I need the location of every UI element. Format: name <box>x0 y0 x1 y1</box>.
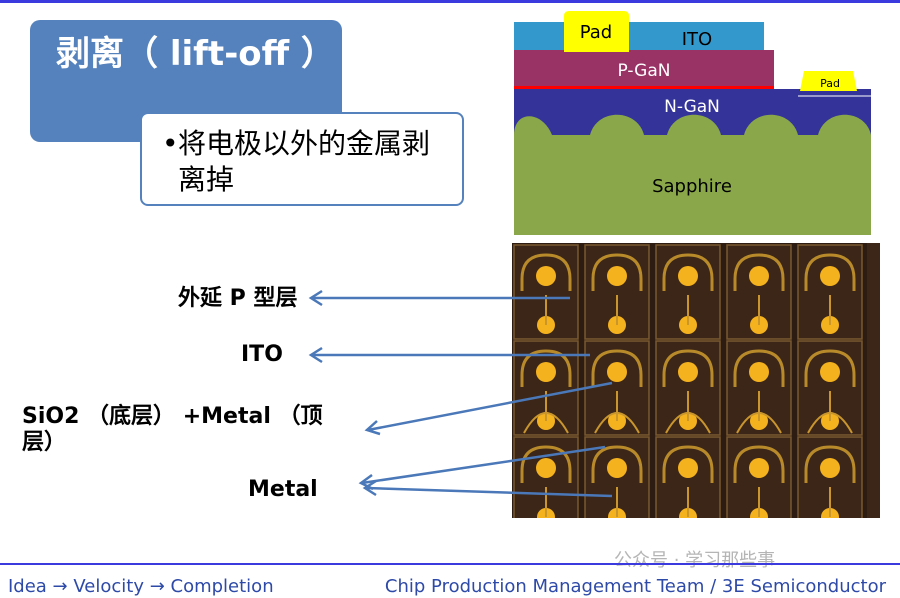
arrow-metal-1 <box>361 445 606 485</box>
footer-team: Chip Production Management Team / 3E Sem… <box>384 576 886 597</box>
sapphire-layer <box>514 130 871 235</box>
label-metal: Metal <box>248 477 318 502</box>
arrow-sio2 <box>367 381 613 432</box>
pad-small-label: Pad <box>820 77 840 90</box>
ito-layer <box>514 22 764 50</box>
label-sio2-metal: SiO2 （底层） +Metal （顶层） <box>22 404 323 455</box>
led-cross-section: Pad ITO P-GaN Pad N-GaN Sapphire <box>514 11 871 235</box>
finger-arcs <box>523 412 853 434</box>
n-pad <box>800 71 857 91</box>
bottom-rule <box>0 563 900 565</box>
ito-label: ITO <box>682 29 712 50</box>
label-ito: ITO <box>241 342 283 367</box>
arrow-metal-2 <box>365 486 613 498</box>
sapphire-domes <box>514 114 871 135</box>
sapphire-label: Sapphire <box>652 176 732 197</box>
watermark: 公众号 · 学习那些事 <box>614 550 776 571</box>
p-gan-label: P-GaN <box>618 61 671 81</box>
junction-line <box>514 86 774 89</box>
n-gan-label: N-GaN <box>664 97 720 117</box>
bullet-box: • 将电极以外的金属剥离掉 <box>140 112 464 206</box>
bullet-text: 将电极以外的金属剥离掉 <box>178 127 431 196</box>
top-rule <box>0 0 900 3</box>
bullet-marker: • <box>162 127 179 160</box>
footer-tagline: Idea → Velocity → Completion <box>8 576 274 597</box>
pad-top-label: Pad <box>580 22 613 43</box>
top-pad <box>564 11 629 52</box>
p-gan-layer <box>514 50 774 89</box>
label-p-layer: 外延 P 型层 <box>178 286 298 311</box>
chip-micrograph <box>512 243 880 518</box>
